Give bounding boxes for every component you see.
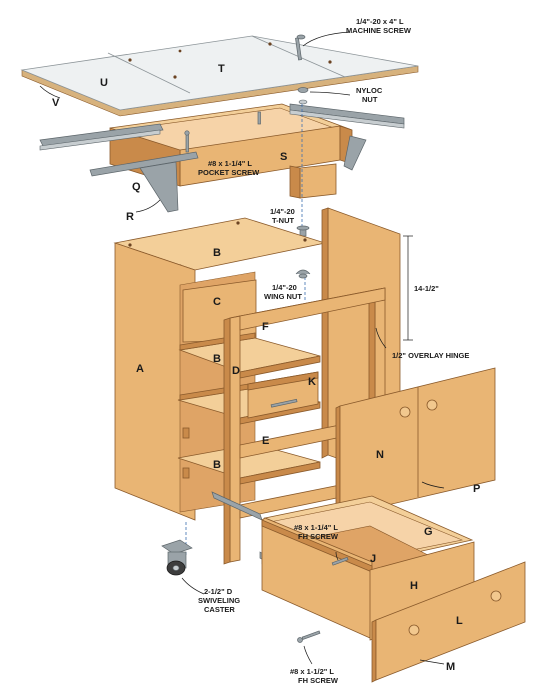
callout-tnut-line2: T-NUT: [272, 216, 294, 225]
part-label-m: M: [446, 661, 455, 673]
part-label-q: Q: [132, 181, 141, 193]
support-frame: [39, 103, 405, 213]
caster-icon: [161, 539, 193, 576]
part-label-k: K: [308, 376, 316, 388]
callout-machine-screw-line1: 1/4"-20 x 4" L: [356, 17, 404, 26]
callout-tnut-line1: 1/4"-20: [270, 207, 295, 216]
callout-nyloc-line1: NYLOC: [356, 86, 383, 95]
callout-hinge: 1/2" OVERLAY HINGE: [392, 351, 469, 360]
part-label-e: E: [262, 435, 269, 447]
part-label-s: S: [280, 151, 287, 163]
callout-machine-screw-line2: MACHINE SCREW: [346, 26, 412, 35]
part-label-g: G: [424, 526, 433, 538]
part-label-u: U: [100, 77, 108, 89]
part-label-f: F: [262, 321, 269, 333]
callout-fh-screw-drawer-line1: #8 x 1-1/4" L: [294, 523, 338, 532]
machine-screw-icon: [295, 34, 306, 61]
nyloc-nut-icon: [297, 87, 309, 105]
dimension-line: [403, 235, 413, 341]
wing-nut-icon: [295, 269, 311, 279]
part-label-b-mid: B: [213, 353, 221, 365]
callout-fh-screw-bottom-line2: FH SCREW: [298, 676, 339, 685]
callout-pocket-screw-line1: #8 x 1-1/4" L: [208, 159, 252, 168]
part-label-n: N: [376, 449, 384, 461]
callout-caster-line1: 2-1/2" D: [204, 587, 233, 596]
callout-fh-screw-drawer-line2: FH SCREW: [298, 532, 339, 541]
callout-caster-line3: CASTER: [204, 605, 235, 614]
part-label-j: J: [370, 553, 376, 565]
door-n: [335, 367, 496, 521]
callout-wingnut-line1: 1/4"-20: [272, 283, 297, 292]
part-label-r: R: [126, 211, 134, 223]
cabinet-carcass: [113, 217, 327, 521]
part-label-d: D: [232, 365, 240, 377]
part-label-a: A: [136, 363, 144, 375]
part-label-v: V: [52, 97, 60, 109]
callout-caster-line2: SWIVELING: [198, 596, 240, 605]
rail-k: [247, 371, 319, 419]
fh-screw-icon: [297, 630, 321, 643]
part-label-p: P: [473, 483, 480, 495]
callout-nyloc-line2: NUT: [362, 95, 378, 104]
part-label-b-low: B: [213, 459, 221, 471]
part-label-h: H: [410, 580, 418, 592]
part-label-l: L: [456, 615, 463, 627]
part-label-b-top: B: [213, 247, 221, 259]
callout-fh-screw-bottom-line1: #8 x 1-1/2" L: [290, 667, 334, 676]
callout-dimension: 14-1/2": [414, 284, 439, 293]
leader-lines: [39, 31, 445, 665]
part-label-c: C: [213, 296, 221, 308]
top-board: [20, 35, 419, 117]
callout-wingnut-line2: WING NUT: [264, 292, 302, 301]
part-label-t: T: [218, 63, 225, 75]
drawer-front-l: [371, 561, 526, 683]
callout-pocket-screw-line2: POCKET SCREW: [198, 168, 260, 177]
